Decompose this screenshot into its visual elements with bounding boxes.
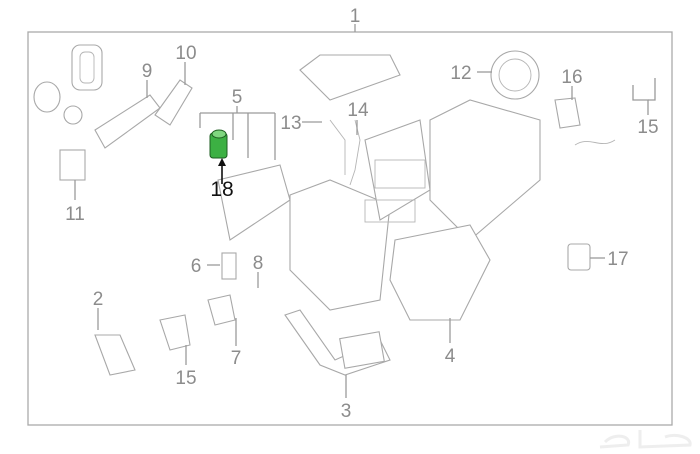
callout-10: 10 — [175, 43, 196, 64]
callout-8: 8 — [253, 253, 264, 274]
callout-17: 17 — [607, 249, 628, 270]
callout-12: 12 — [450, 63, 471, 84]
callout-3: 3 — [341, 401, 352, 422]
highlighted-part-18[interactable] — [209, 129, 228, 184]
callout-15-right: 15 — [637, 117, 658, 138]
callout-2: 2 — [93, 289, 104, 310]
callout-14: 14 — [347, 100, 369, 121]
callout-7: 7 — [231, 348, 242, 369]
leader-lines — [74, 62, 656, 398]
callout-9: 9 — [142, 61, 153, 82]
watermark-logo — [599, 430, 692, 449]
callout-5: 5 — [232, 87, 243, 108]
callout-15-bottom: 15 — [175, 368, 196, 389]
assembly-frame — [27, 31, 673, 426]
callout-16: 16 — [561, 67, 582, 88]
part-shapes — [33, 44, 616, 376]
callout-13: 13 — [280, 113, 301, 134]
callout-4: 4 — [445, 346, 456, 367]
callout-18[interactable]: 18 — [210, 178, 233, 201]
callout-1: 1 — [350, 6, 361, 27]
callout-6: 6 — [191, 256, 202, 277]
callout-11: 11 — [65, 204, 85, 225]
